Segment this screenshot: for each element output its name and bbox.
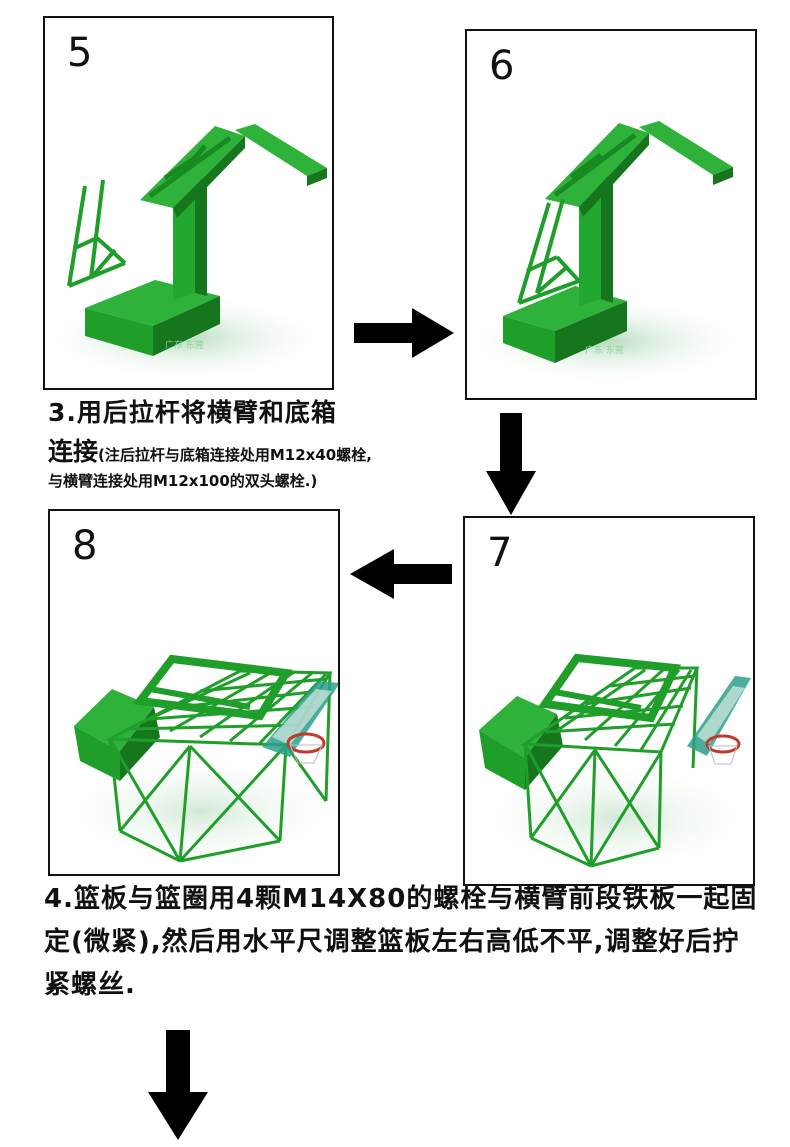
stand-illustration-step-5: 广东 东莞: [45, 124, 332, 383]
stand-illustration-step-7: [465, 653, 753, 878]
arrow-down-icon: [148, 1030, 208, 1140]
step3-line2: 连接(注后拉杆与底箱连接处用M12x40螺栓,: [48, 432, 372, 468]
base-label: 广东 东莞: [165, 339, 204, 351]
step3-line2-note: (注后拉杆与底箱连接处用M12x40螺栓,: [98, 446, 372, 464]
arrow-down-icon: [486, 413, 536, 515]
step4-instructions: 4.篮板与篮圈用4颗M14X80的螺栓与横臂前段铁板一起固定(微紧),然后用水平…: [44, 884, 758, 1000]
stand-illustration-step-8: [50, 654, 338, 871]
assembly-panel-5: 广东 东莞 5: [43, 16, 334, 390]
step3-line2-main: 连接: [48, 437, 99, 466]
arrow-left-icon: [350, 549, 452, 599]
panel-number: 5: [67, 30, 93, 76]
panel-number: 7: [487, 530, 513, 576]
stand-illustration-step-6: 广东 东莞: [467, 121, 755, 386]
step3-line3-note: 与横臂连接处用M12x100的双头螺栓.): [48, 472, 318, 490]
step3-title: 3.用后拉杆将横臂和底箱: [48, 398, 337, 427]
panel-number: 6: [489, 43, 515, 89]
assembly-panel-8: 8: [48, 509, 340, 876]
base-label: 广东 东莞: [585, 344, 624, 356]
panel-number: 8: [72, 523, 98, 569]
arrow-right-icon: [354, 308, 454, 358]
assembly-panel-6: 广东 东莞 6: [465, 29, 757, 400]
assembly-panel-7: 7: [463, 516, 755, 886]
